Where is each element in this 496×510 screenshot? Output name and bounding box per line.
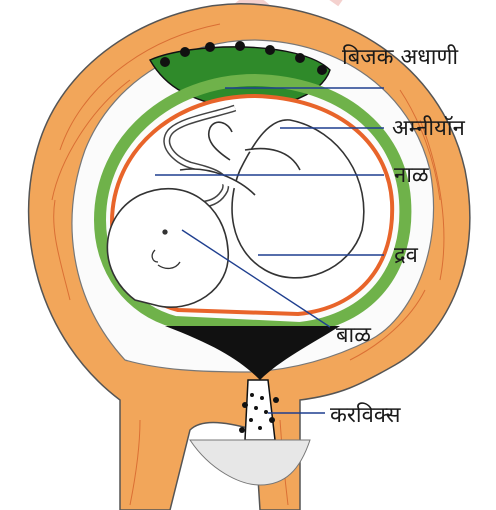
label-cord: नाळ (394, 163, 430, 188)
label-cervix: करविक्स (330, 402, 402, 428)
label-placenta: बिजक अधाणी (342, 44, 458, 70)
label-amnion: अम्नीयॉन (392, 115, 466, 141)
label-baby: बाळ (336, 323, 372, 348)
label-fluid: द्रव (394, 243, 419, 268)
